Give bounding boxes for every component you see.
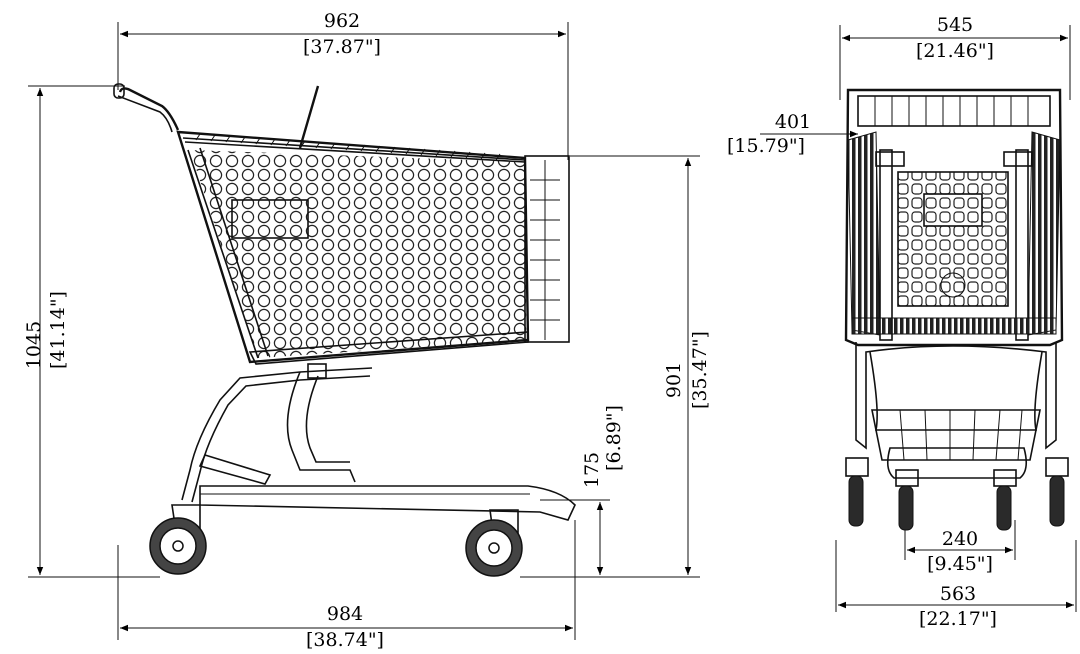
cart-basket bbox=[176, 85, 570, 365]
cart-chassis bbox=[181, 363, 576, 521]
dim-962-in: [37.87"] bbox=[303, 36, 381, 58]
front-wheel bbox=[465, 509, 523, 577]
dim-1045-mm: 1045 bbox=[23, 321, 45, 369]
dim-901-in: [35.47"] bbox=[689, 331, 711, 409]
dim-545-mm: 545 bbox=[937, 14, 973, 36]
side-view: 962 [37.87"] 1045 [41.14"] 901 [35.47"] … bbox=[23, 10, 711, 651]
dim-545-in: [21.46"] bbox=[916, 40, 994, 62]
front-basket bbox=[844, 88, 1064, 347]
dim-962-mm: 962 bbox=[324, 10, 360, 32]
front-chassis bbox=[855, 342, 1057, 479]
dim-563-in: [22.17"] bbox=[919, 608, 997, 630]
dim-984-mm: 984 bbox=[327, 603, 363, 625]
front-view: 545 [21.46"] 401 [15.79"] 240 [9.45"] 56… bbox=[727, 14, 1077, 630]
dim-901-mm: 901 bbox=[663, 362, 685, 398]
dim-175-mm: 175 bbox=[581, 452, 603, 488]
dim-401-mm: 401 bbox=[775, 111, 811, 133]
front-view-wheels bbox=[845, 457, 1069, 531]
dim-240-mm: 240 bbox=[942, 528, 978, 550]
rear-wheel bbox=[149, 504, 207, 575]
dim-563-mm: 563 bbox=[940, 583, 976, 605]
dim-175-in: [6.89"] bbox=[603, 405, 625, 471]
dim-401-in: [15.79"] bbox=[727, 135, 805, 157]
dim-240-in: [9.45"] bbox=[927, 553, 993, 575]
cart-handle bbox=[113, 83, 180, 133]
dim-1045-in: [41.14"] bbox=[47, 291, 69, 369]
dim-984-in: [38.74"] bbox=[306, 629, 384, 651]
